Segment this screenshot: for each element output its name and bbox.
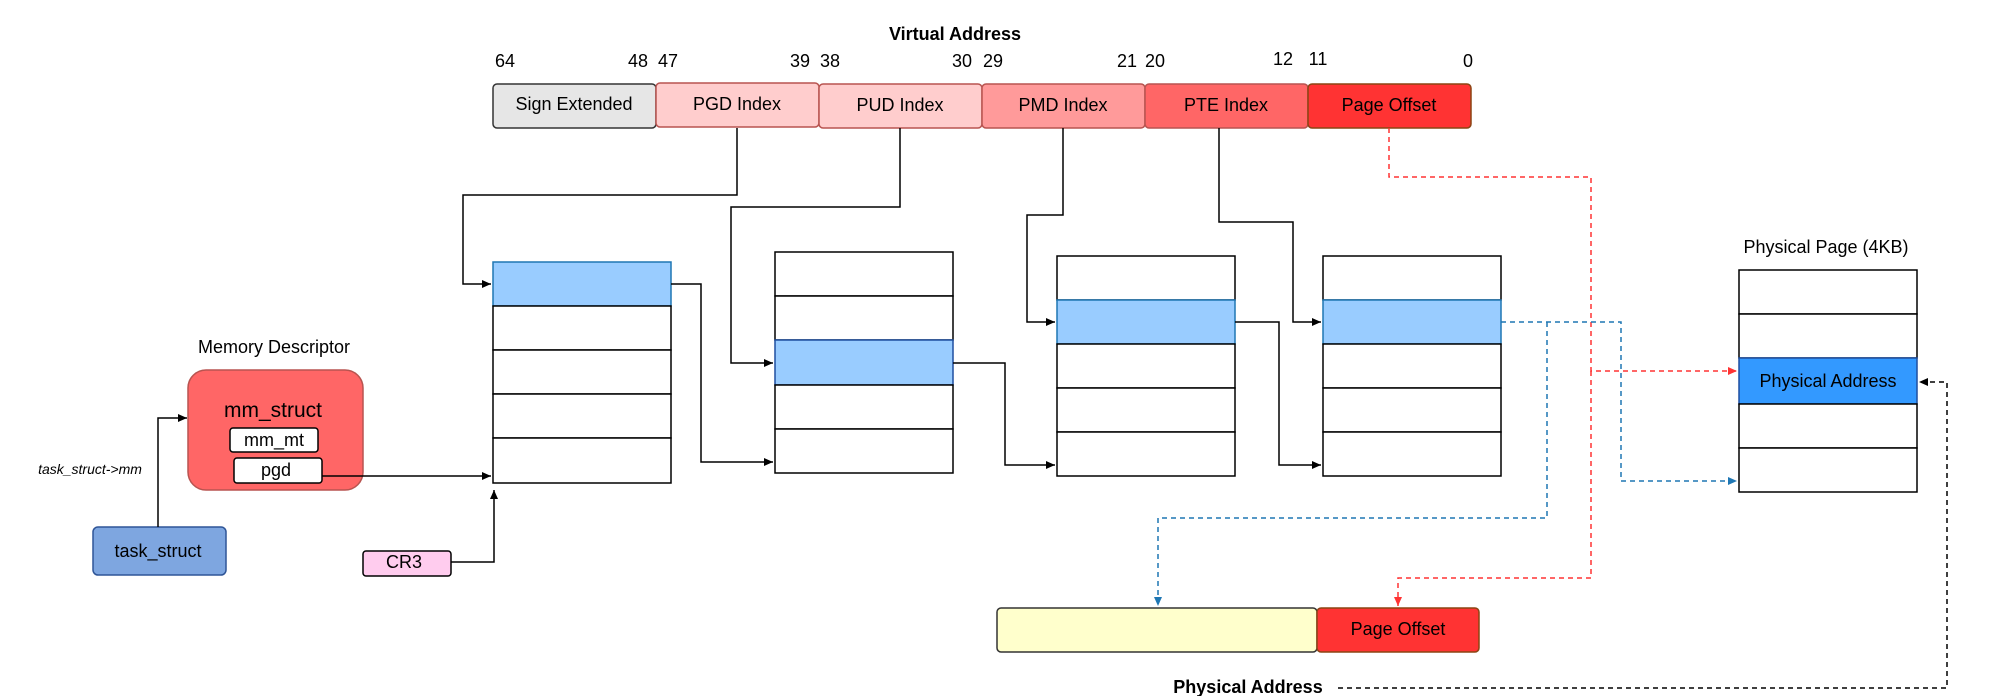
- pte-index-label: PTE Index: [1184, 95, 1268, 115]
- pgd-index-arrow: [462, 128, 738, 288]
- pud-entry: [774, 251, 954, 297]
- pgd-entry: [492, 305, 672, 351]
- pte-to-physical-frame-arrow: [1154, 322, 1548, 606]
- bit-label-38: 38: [820, 51, 840, 71]
- physical-page-row-selected: [1738, 357, 1918, 405]
- physical-page-row: [1738, 269, 1918, 315]
- cr3-to-pgd-table-arrow: [451, 490, 498, 563]
- pte-entry: [1322, 343, 1502, 389]
- physical-page-row: [1738, 447, 1918, 493]
- bit-label-39: 39: [790, 51, 810, 71]
- task-struct-box: [92, 526, 227, 576]
- physical-page: Physical Address: [1738, 269, 1918, 493]
- pud-entry-selected: [774, 339, 954, 386]
- pmd-table: [1056, 255, 1236, 477]
- bit-label-21: 21: [1117, 51, 1137, 71]
- pud-entry: [774, 428, 954, 474]
- pgd-index-label: PGD Index: [693, 94, 781, 114]
- bit-label-11: 11: [1309, 49, 1328, 69]
- pte-index-arrow: [1218, 128, 1321, 326]
- pte-entry-selected: [1322, 299, 1502, 345]
- bit-label-0: 0: [1463, 51, 1473, 71]
- pgd-entry: [492, 349, 672, 395]
- pud-entry: [774, 384, 954, 430]
- black-connectors: [157, 128, 1321, 563]
- pmd-entry: [1056, 255, 1236, 301]
- pgd-entry: [492, 437, 672, 484]
- bit-label-30: 30: [952, 51, 972, 71]
- task-struct-label: task_struct: [114, 541, 201, 562]
- pmd-entry: [1056, 387, 1236, 433]
- virtual-address-fields: Sign Extended PGD Index PUD Index PMD In…: [492, 82, 1472, 129]
- physical-address-title: Physical Address: [1173, 677, 1322, 696]
- blue-dashed-connectors: [1154, 321, 1737, 606]
- cr3-label: CR3: [386, 552, 422, 572]
- pgd-table: [492, 261, 672, 484]
- bit-label-12: 12: [1273, 49, 1293, 69]
- mm-mt-field: [229, 427, 319, 453]
- physical-address-to-page-arrow: [1338, 378, 1948, 689]
- pte-entry: [1322, 255, 1502, 301]
- pud-to-pmd-arrow: [953, 362, 1055, 469]
- physical-page-row: [1738, 403, 1918, 449]
- sign-extended-label: Sign Extended: [515, 94, 632, 114]
- task-struct-to-mm-arrow: [157, 414, 187, 527]
- pgd-field: [233, 457, 323, 484]
- bit-label-20: 20: [1145, 51, 1165, 71]
- pud-entry: [774, 295, 954, 341]
- pte-entry: [1322, 387, 1502, 433]
- pmd-index-label: PMD Index: [1018, 95, 1107, 115]
- physical-page-row: [1738, 313, 1918, 359]
- red-dashed-connectors: [1388, 128, 1737, 606]
- physical-frame-field: [996, 607, 1318, 653]
- pte-to-physical-page-arrow: [1501, 321, 1737, 485]
- page-offset-label: Page Offset: [1342, 95, 1437, 115]
- pmd-index-arrow: [1026, 128, 1064, 326]
- bit-label-64: 64: [495, 51, 515, 71]
- bit-label-47: 47: [658, 51, 678, 71]
- task-struct-mm-label: task_struct->mm: [38, 461, 142, 477]
- physical-page-selected-label: Physical Address: [1759, 371, 1896, 391]
- pgd-entry-selected: [492, 261, 672, 307]
- pte-entry: [1322, 431, 1502, 477]
- pud-index-arrow: [730, 128, 901, 367]
- physical-offset-field: [1316, 607, 1480, 653]
- virtual-address-title: Virtual Address: [889, 24, 1021, 44]
- page-offset-to-physical-address-arrow: [1394, 371, 1592, 606]
- memory-descriptor-title: Memory Descriptor: [198, 337, 350, 357]
- physical-offset-label: Page Offset: [1351, 619, 1446, 639]
- bit-label-29: 29: [983, 51, 1003, 71]
- pmd-entry-selected: [1056, 299, 1236, 345]
- pmd-entry: [1056, 343, 1236, 389]
- cr3-box: [362, 550, 452, 577]
- pgd-field-label: pgd: [261, 460, 291, 480]
- physical-page-title: Physical Page (4KB): [1743, 237, 1908, 257]
- pgd-to-pud-arrow: [671, 283, 773, 466]
- pgd-entry: [492, 393, 672, 439]
- mm-mt-label: mm_mt: [244, 430, 304, 451]
- pud-table: [774, 251, 954, 474]
- bit-labels: 64 48 47 39 38 30 29 21 20 12 11 0: [495, 49, 1473, 71]
- pmd-to-pte-arrow: [1235, 321, 1321, 469]
- pud-index-label: PUD Index: [856, 95, 943, 115]
- mm-struct-title: mm_struct: [224, 399, 322, 422]
- pte-table: [1322, 255, 1502, 477]
- pmd-entry: [1056, 431, 1236, 477]
- bit-label-48: 48: [628, 51, 648, 71]
